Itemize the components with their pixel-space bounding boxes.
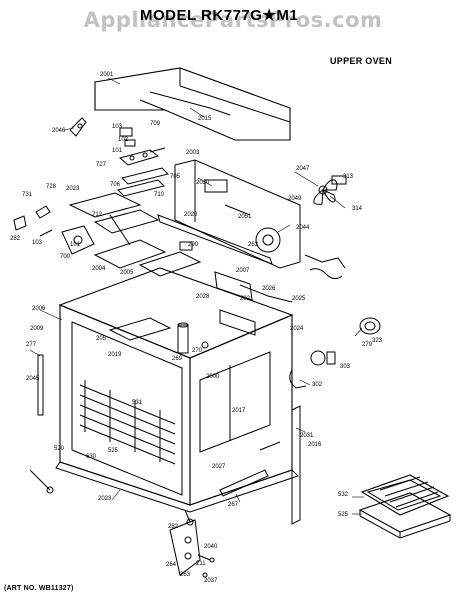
part-label: 2037: [204, 578, 218, 584]
part-label: 314: [352, 206, 363, 212]
broiler-pan-icon: [358, 474, 452, 539]
art-number: (ART NO. WB11327): [4, 585, 74, 592]
part-label: 282: [10, 236, 21, 242]
door-hinge-icon: [169, 519, 215, 578]
part-label: 2015: [198, 116, 212, 122]
section-label: UPPER OVEN: [330, 56, 393, 66]
hinge-bracket-icon: [69, 117, 87, 137]
part-label: 2026: [262, 286, 276, 292]
part-label: 102: [118, 137, 129, 143]
part-label: 2006: [32, 306, 46, 312]
part-label: 2016: [308, 442, 322, 448]
part-label: 101: [70, 242, 81, 248]
part-label: 525: [338, 512, 349, 518]
part-label: 2027: [212, 464, 226, 470]
part-label: 525: [108, 448, 119, 454]
part-label: 211: [196, 561, 206, 567]
control-mechanism-icon: [117, 127, 169, 197]
part-label: 205: [96, 336, 107, 342]
part-label: 2045: [26, 376, 40, 382]
part-label: 2019: [108, 352, 122, 358]
part-label: 279: [362, 342, 373, 348]
part-label: 712: [92, 212, 103, 218]
rear-panel-icon: [174, 159, 301, 269]
part-label: 728: [46, 184, 57, 190]
part-label: 2017: [232, 408, 246, 414]
inner-top-panel-icon: [68, 192, 160, 246]
part-label: 2031: [300, 433, 314, 439]
part-label: 2025: [292, 296, 306, 302]
side-bracket-icon: [239, 254, 346, 303]
part-label: 2023: [66, 186, 80, 192]
part-label: 270: [192, 348, 203, 354]
part-label: 290: [188, 242, 199, 248]
oven-cavity-icon: [55, 267, 299, 513]
part-label: 2007: [236, 268, 250, 274]
heating-element-icon: [93, 239, 253, 301]
part-label: 103: [32, 240, 43, 246]
part-label: 2004: [92, 266, 106, 272]
part-label: 706: [110, 182, 121, 188]
part-label: 710: [154, 192, 165, 198]
part-label: 2024: [290, 326, 304, 332]
part-label: 2000: [206, 374, 220, 380]
part-label: 267: [228, 502, 239, 508]
part-label: 302: [312, 382, 323, 388]
part-label: 700: [60, 254, 71, 260]
part-label: 2005: [120, 270, 134, 276]
part-label: 313: [343, 174, 354, 180]
part-number-labels: 2001 2015 2046 103 102 101 727 706 705 710 709 2003…: [10, 72, 383, 584]
part-label: 277: [26, 342, 37, 348]
part-label: 2023: [98, 496, 112, 502]
part-label: 263: [180, 572, 191, 578]
part-label: 263: [248, 242, 259, 248]
leader-lines: [29, 77, 364, 515]
part-label: 101: [112, 148, 123, 154]
part-label: 731: [22, 192, 33, 198]
part-label: 2030: [196, 180, 210, 186]
part-label: 2003: [186, 150, 200, 156]
part-label: 2044: [296, 225, 310, 231]
part-label: 532: [338, 492, 349, 498]
part-label: 323: [372, 338, 383, 344]
light-bulb-icon: [289, 317, 381, 389]
part-label: 2020: [184, 212, 198, 218]
part-label: 2040: [204, 544, 218, 550]
part-label: 2046: [52, 128, 66, 134]
part-label: 705: [170, 174, 181, 180]
part-label: 531: [132, 400, 143, 406]
part-label: 2051: [238, 214, 252, 220]
part-label: 2001: [100, 72, 114, 78]
side-trim-icon: [37, 354, 301, 525]
part-label: 709: [150, 121, 161, 127]
part-label: 269: [172, 356, 183, 362]
part-label: 264: [166, 562, 177, 568]
top-cover-icon: [94, 67, 291, 141]
part-label: 103: [112, 124, 123, 130]
fan-blade-icon: [313, 175, 347, 205]
part-label: 2021: [240, 296, 254, 302]
model-title: MODEL RK777G★M1: [140, 7, 299, 24]
switch-assembly-icon: [13, 205, 95, 255]
part-label: 2009: [30, 326, 44, 332]
cross-rail-icon: [157, 214, 273, 265]
part-label: 2028: [196, 294, 210, 300]
part-label: 303: [340, 364, 351, 370]
part-label: 2047: [296, 166, 310, 172]
part-label: 282: [168, 524, 179, 530]
bottom-hardware-icon: [29, 469, 269, 526]
part-label: 520: [54, 446, 65, 452]
part-label: 2049: [288, 196, 302, 202]
part-label: 727: [96, 162, 107, 168]
part-label: 630: [86, 454, 97, 460]
